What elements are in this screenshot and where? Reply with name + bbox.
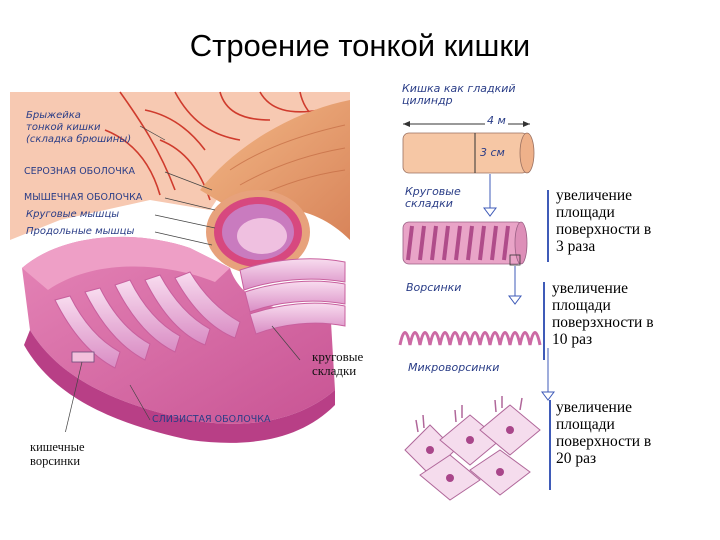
microvilli-scheme-label: Микроворсинки [408,362,499,374]
mesentery-label-line-3: (складка брюшины) [26,134,131,146]
villi-label-line-1: кишечные [30,440,85,454]
mucosa-label: СЛИЗИСТАЯ ОБОЛОЧКА [152,414,271,426]
smooth-cylinder [403,121,534,173]
circular-folds-scheme-line-2: складки [405,198,461,210]
diameter-label: 3 см [480,147,505,159]
folded-cylinder [403,222,527,265]
mesentery-label-line-2: тонкой кишки [26,122,131,134]
smooth-cylinder-label-line-2: цилиндр [402,95,516,107]
circular-folds-scheme-label: Круговые складки [405,186,461,210]
muscular-label: МЫШЕЧНАЯ ОБОЛОЧКА [24,192,142,204]
villi-label: кишечные ворсинки [30,440,85,468]
mesentery-label-line-1: Брыжейка [26,110,131,122]
villi-label-line-2: ворсинки [30,454,85,468]
villi-wave [400,333,540,346]
note-10x: увеличение площади поверзхности в 10 раз [552,280,654,348]
serosa-label: СЕРОЗНАЯ ОБОЛОЧКА [24,166,135,178]
microvilli-cells [405,396,540,500]
note-20x: увеличение площади поверхности в 20 раз [556,399,651,467]
circular-folds-label-line-2: складки [312,364,363,378]
note-3x: увеличение площади поверхности в 3 раза [556,187,651,255]
circular-folds-label: круговые складки [312,350,363,378]
circular-folds-label-line-1: круговые [312,350,363,364]
mesentery-label: Брыжейка тонкой кишки (складка брюшины) [26,110,131,146]
longitudinal-muscles-label: Продольные мышцы [26,226,134,238]
length-label: 4 м [485,115,508,127]
circular-muscles-label: Круговые мышцы [26,209,119,221]
villi-scheme-label: Ворсинки [406,282,461,294]
smooth-cylinder-label: Кишка как гладкий цилиндр [402,83,516,107]
